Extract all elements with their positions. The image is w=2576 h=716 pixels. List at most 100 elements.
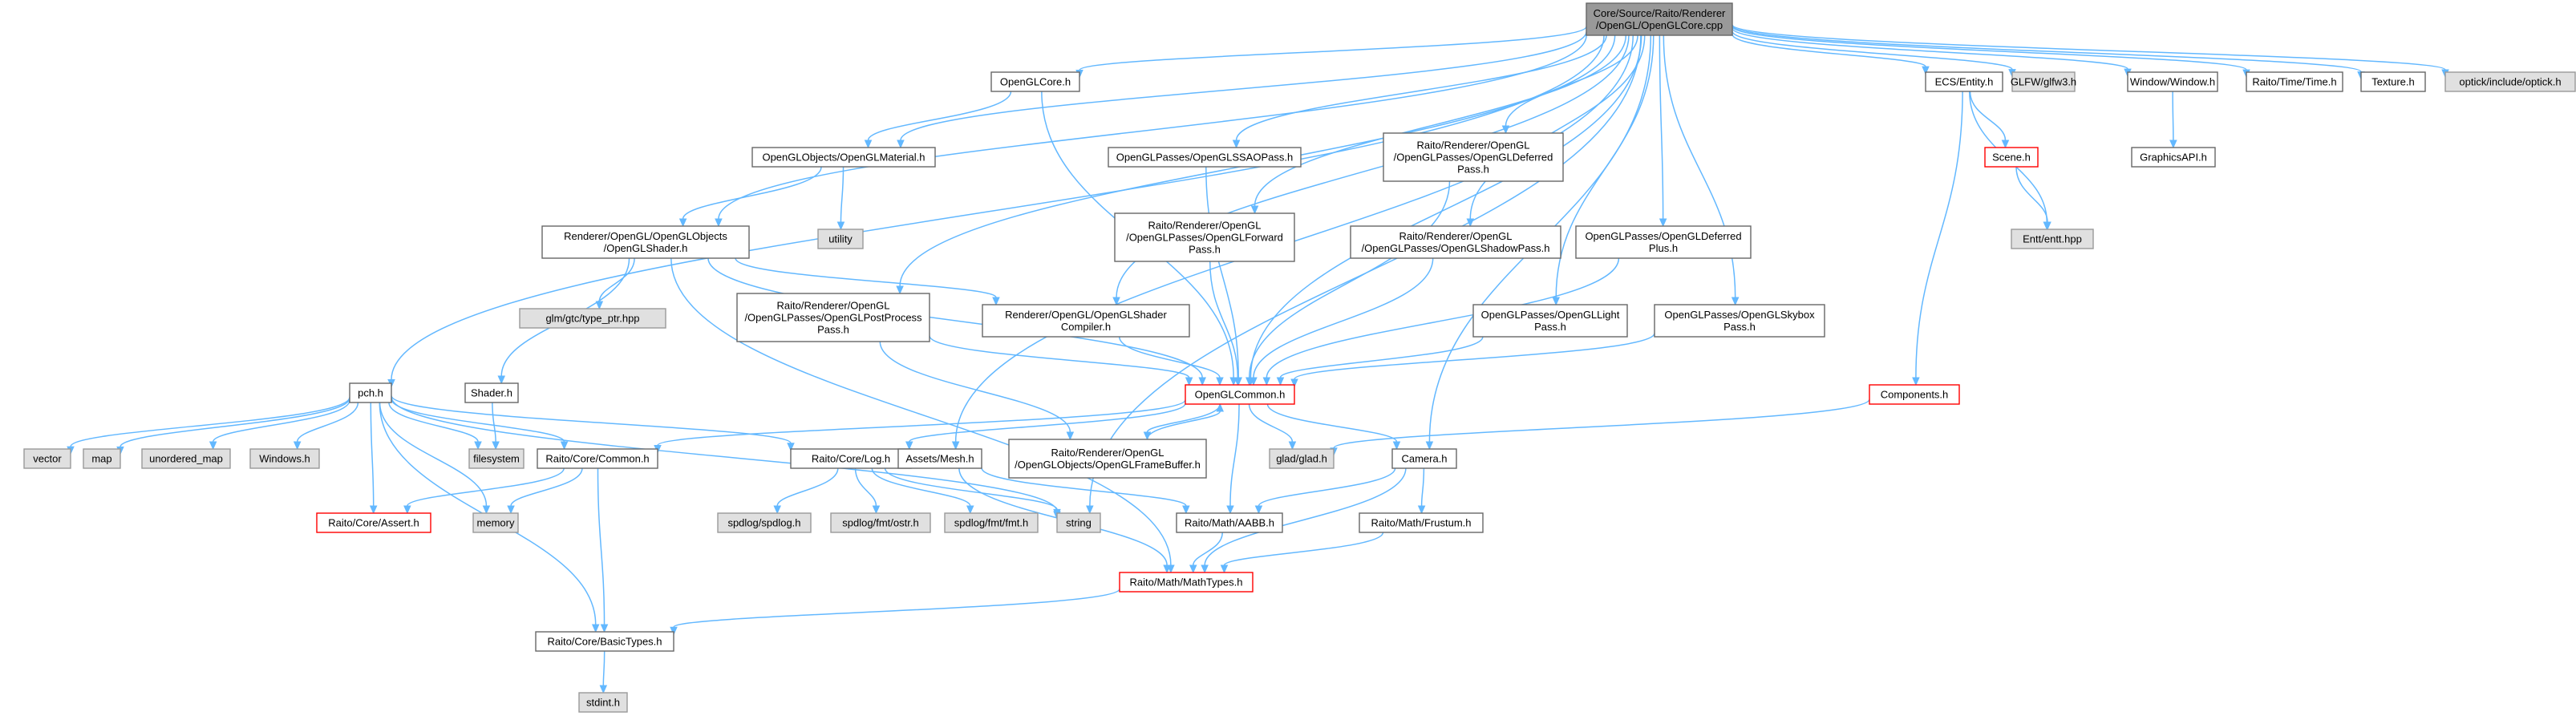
node-common[interactable]: Raito/Core/Common.h xyxy=(537,448,658,469)
node-shadow[interactable]: Raito/Renderer/OpenGL/OpenGLPasses/OpenG… xyxy=(1350,225,1561,259)
node-camera[interactable]: Camera.h xyxy=(1391,448,1457,469)
edge-arrowhead xyxy=(896,285,904,295)
node-mathtypes[interactable]: Raito/Math/MathTypes.h xyxy=(1119,572,1254,593)
edge-arrowhead xyxy=(1066,431,1075,441)
edge-arrowhead xyxy=(600,624,609,633)
edge-arrowhead xyxy=(1254,505,1263,515)
edge-arrowhead xyxy=(1552,297,1561,306)
edge-arrowhead xyxy=(209,441,217,451)
node-label-line: spdlog/spdlog.h xyxy=(727,517,800,529)
edge-arrowhead xyxy=(1290,378,1298,388)
edge-arrowhead xyxy=(905,441,913,451)
edge-arrowhead xyxy=(1922,66,1930,75)
edge-arrowhead xyxy=(293,441,302,451)
node-assert[interactable]: Raito/Core/Assert.h xyxy=(316,512,431,533)
node-label-line: Plus.h xyxy=(1649,242,1678,254)
node-label-line: GraphicsAPI.h xyxy=(2140,152,2207,164)
edge-arrowhead xyxy=(1198,377,1206,386)
node-label-line: Raito/Renderer/OpenGL xyxy=(1399,230,1513,242)
edge-material-to-shader-obj xyxy=(678,166,822,228)
node-label-line: /OpenGLObjects/OpenGLFrameBuffer.h xyxy=(1015,459,1201,471)
node-frustum[interactable]: Raito/Math/Frustum.h xyxy=(1359,512,1484,533)
node-basictypes[interactable]: Raito/Core/BasicTypes.h xyxy=(535,631,674,652)
node-label-line: OpenGLObjects/OpenGLMaterial.h xyxy=(762,152,925,164)
edge-line xyxy=(1732,34,1926,67)
node-scene[interactable]: Scene.h xyxy=(1984,147,2039,168)
node-ssao[interactable]: OpenGLPasses/OpenGLSSAOPass.h xyxy=(1108,147,1302,168)
node-pch[interactable]: pch.h xyxy=(349,382,392,403)
node-forward[interactable]: Raito/Renderer/OpenGL/OpenGLPasses/OpenG… xyxy=(1114,212,1295,262)
edge-line xyxy=(1969,91,2007,141)
node-fmt: spdlog/fmt/fmt.h xyxy=(944,512,1039,533)
node-window[interactable]: Window/Window.h xyxy=(2127,71,2218,92)
node-material[interactable]: OpenGLObjects/OpenGLMaterial.h xyxy=(751,147,936,168)
edge-line xyxy=(1469,34,1646,220)
edge-root-to-texture xyxy=(1732,25,2365,80)
node-box xyxy=(519,308,666,329)
edge-arrowhead xyxy=(1288,441,1297,451)
edge-arrowhead xyxy=(1201,564,1209,574)
node-texture[interactable]: Texture.h xyxy=(2360,71,2426,92)
node-aabb[interactable]: Raito/Math/AABB.h xyxy=(1176,512,1283,533)
edge-log-to-fmt xyxy=(871,467,974,515)
node-box xyxy=(1472,304,1628,338)
node-mesh[interactable]: Assets/Mesh.h xyxy=(897,448,982,469)
node-box xyxy=(990,71,1080,92)
node-label-line: GLFW/glfw3.h xyxy=(2011,76,2076,88)
node-label-line: spdlog/fmt/fmt.h xyxy=(954,517,1028,529)
node-label-line: OpenGLCommon.h xyxy=(1195,389,1286,401)
node-box xyxy=(23,448,71,469)
node-shader-h[interactable]: Shader.h xyxy=(464,382,519,403)
edge-line xyxy=(1333,398,1870,449)
edge-basictypes-to-stdint xyxy=(599,650,608,694)
node-box xyxy=(2444,71,2576,92)
edge-arrowhead xyxy=(1276,377,1285,386)
node-label-line: Components.h xyxy=(1881,389,1949,401)
node-label-line: Pass.h xyxy=(1189,244,1221,256)
edge-line xyxy=(776,467,839,507)
edge-line xyxy=(212,400,350,443)
node-label-line: /OpenGLShader.h xyxy=(604,242,688,254)
edge-arrowhead xyxy=(1425,441,1434,451)
node-label-line: Shader.h xyxy=(471,387,512,399)
node-box xyxy=(982,304,1190,338)
edge-components-to-glad xyxy=(1330,398,1870,457)
edge-camera-to-mathtypes xyxy=(1201,467,1407,574)
edge-openglcommon-to-camera xyxy=(1266,403,1401,451)
edge-arrowhead xyxy=(1086,505,1094,515)
edge-postprocess-to-framebuffer xyxy=(879,341,1075,441)
node-log[interactable]: Raito/Core/Log.h xyxy=(790,448,912,469)
edge-line xyxy=(1235,34,1607,141)
edge-line xyxy=(391,395,792,444)
node-components[interactable]: Components.h xyxy=(1869,384,1960,405)
node-framebuffer[interactable]: Raito/Renderer/OpenGL/OpenGLObjects/Open… xyxy=(1008,439,1207,479)
edge-line xyxy=(909,402,1186,443)
node-label-line: Raito/Renderer/OpenGL xyxy=(1148,220,1262,232)
node-box xyxy=(249,448,320,469)
node-ecs-entity[interactable]: ECS/Entity.h xyxy=(1925,71,2003,92)
node-label-line: Raito/Renderer/OpenGL xyxy=(1417,140,1530,152)
node-box xyxy=(1176,512,1283,533)
node-time[interactable]: Raito/Time/Time.h xyxy=(2246,71,2343,92)
node-shader-obj[interactable]: Renderer/OpenGL/OpenGLObjects/OpenGLShad… xyxy=(541,225,750,259)
node-label-line: Entt/entt.hpp xyxy=(2023,233,2082,245)
node-openglcommon[interactable]: OpenGLCommon.h xyxy=(1185,384,1295,405)
edge-line xyxy=(70,397,350,447)
node-root[interactable]: Core/Source/Raito/Renderer/OpenGL/OpenGL… xyxy=(1586,2,1733,36)
node-label-line: /OpenGLPasses/OpenGLPostProcess xyxy=(744,312,922,324)
node-vector: vector xyxy=(23,448,71,469)
edge-arrowhead xyxy=(507,505,515,515)
edge-root-to-deferredplus xyxy=(1659,34,1667,228)
node-filesystem: filesystem xyxy=(468,448,525,469)
node-label-line: Core/Source/Raito/Renderer xyxy=(1594,7,1726,19)
node-postprocess[interactable]: Raito/Renderer/OpenGL/OpenGLPasses/OpenG… xyxy=(736,293,930,342)
edge-arrowhead xyxy=(2043,221,2051,231)
node-graphicsapi[interactable]: GraphicsAPI.h xyxy=(2131,147,2216,168)
node-stdint: stdint.h xyxy=(578,692,628,713)
node-deferred[interactable]: Raito/Renderer/OpenGL/OpenGLPasses/OpenG… xyxy=(1383,132,1564,182)
node-openglcore-h[interactable]: OpenGLCore.h xyxy=(990,71,1080,92)
